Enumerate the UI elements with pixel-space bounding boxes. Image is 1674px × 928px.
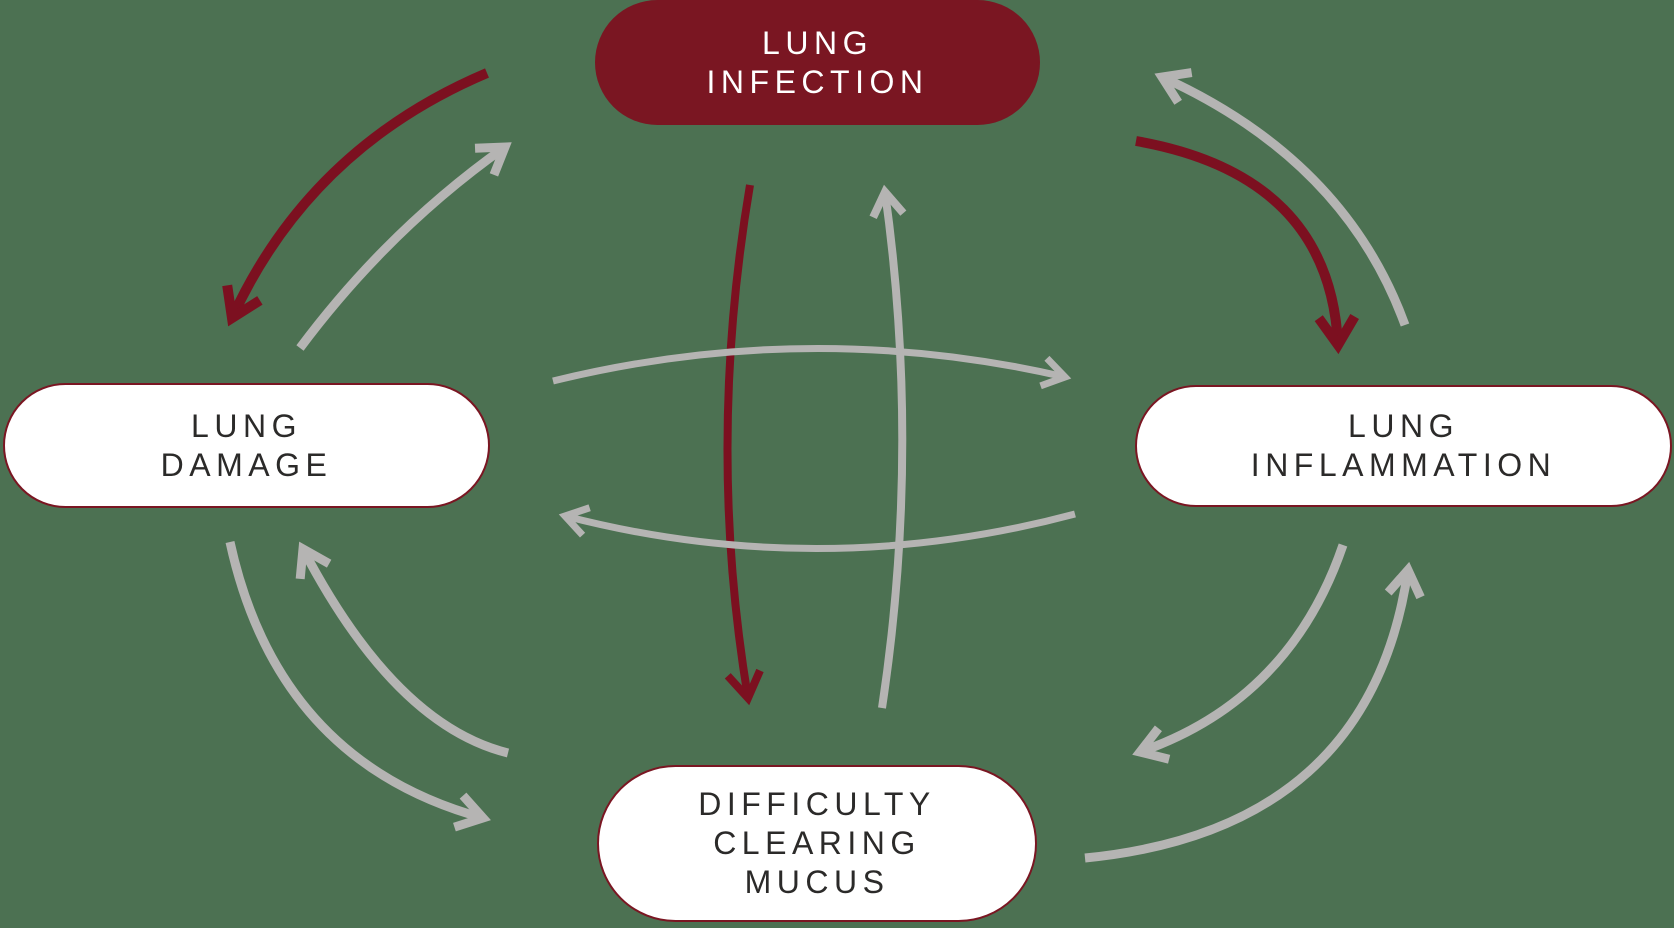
arrow-difficulty-clearing-mucus-to-lung-infection <box>878 191 907 709</box>
node-lung-inflammation: LUNG INFLAMMATION <box>1135 385 1672 507</box>
arrow-difficulty-clearing-mucus-to-lung-damage <box>299 546 510 758</box>
node-difficulty-clearing-mucus-label: DIFFICULTY CLEARING MUCUS <box>698 786 936 900</box>
arrow-lung-damage-to-lung-inflammation <box>552 344 1066 385</box>
node-lung-damage-label: LUNG DAMAGE <box>160 407 333 483</box>
arrow-lung-inflammation-to-lung-damage <box>564 510 1076 552</box>
arrowhead-lung-damage-to-lung-infection <box>474 142 512 177</box>
arrow-lung-inflammation-to-difficulty-clearing-mucus <box>1138 543 1348 757</box>
node-lung-inflammation-label: LUNG INFLAMMATION <box>1250 408 1557 483</box>
arrow-lung-infection-to-lung-damage <box>227 68 489 321</box>
arrowhead-lung-infection-to-lung-inflammation <box>1314 313 1359 355</box>
arrowhead-lung-damage-to-lung-inflammation <box>1039 355 1072 390</box>
node-lung-infection-label: LUNG INFECTION <box>706 24 929 100</box>
node-lung-damage: LUNG DAMAGE <box>3 383 490 508</box>
arrowhead-lung-inflammation-to-lung-infection <box>1154 68 1193 105</box>
arrow-lung-infection-to-lung-inflammation <box>1135 136 1343 346</box>
arrow-difficulty-clearing-mucus-to-lung-inflammation <box>1084 569 1413 863</box>
arrow-lung-damage-to-difficulty-clearing-mucus <box>225 541 485 823</box>
arrow-lung-infection-to-difficulty-clearing-mucus <box>723 184 754 699</box>
arrowhead-difficulty-clearing-mucus-to-lung-damage <box>295 541 332 580</box>
arrow-lung-damage-to-lung-infection <box>296 143 508 351</box>
arrowhead-difficulty-clearing-mucus-to-lung-inflammation <box>1384 561 1425 600</box>
arrowhead-lung-inflammation-to-difficulty-clearing-mucus <box>1132 725 1171 764</box>
arrowhead-lung-damage-to-difficulty-clearing-mucus <box>453 792 491 832</box>
arrowhead-lung-inflammation-to-lung-damage <box>558 504 591 538</box>
arrow-lung-inflammation-to-lung-infection <box>1160 72 1410 327</box>
node-difficulty-clearing-mucus: DIFFICULTY CLEARING MUCUS <box>597 765 1037 922</box>
node-lung-infection: LUNG INFECTION <box>595 0 1040 125</box>
arrowhead-lung-infection-to-lung-damage <box>222 284 263 327</box>
arrowhead-lung-infection-to-difficulty-clearing-mucus <box>724 668 764 706</box>
arrowhead-difficulty-clearing-mucus-to-lung-infection <box>869 184 907 220</box>
